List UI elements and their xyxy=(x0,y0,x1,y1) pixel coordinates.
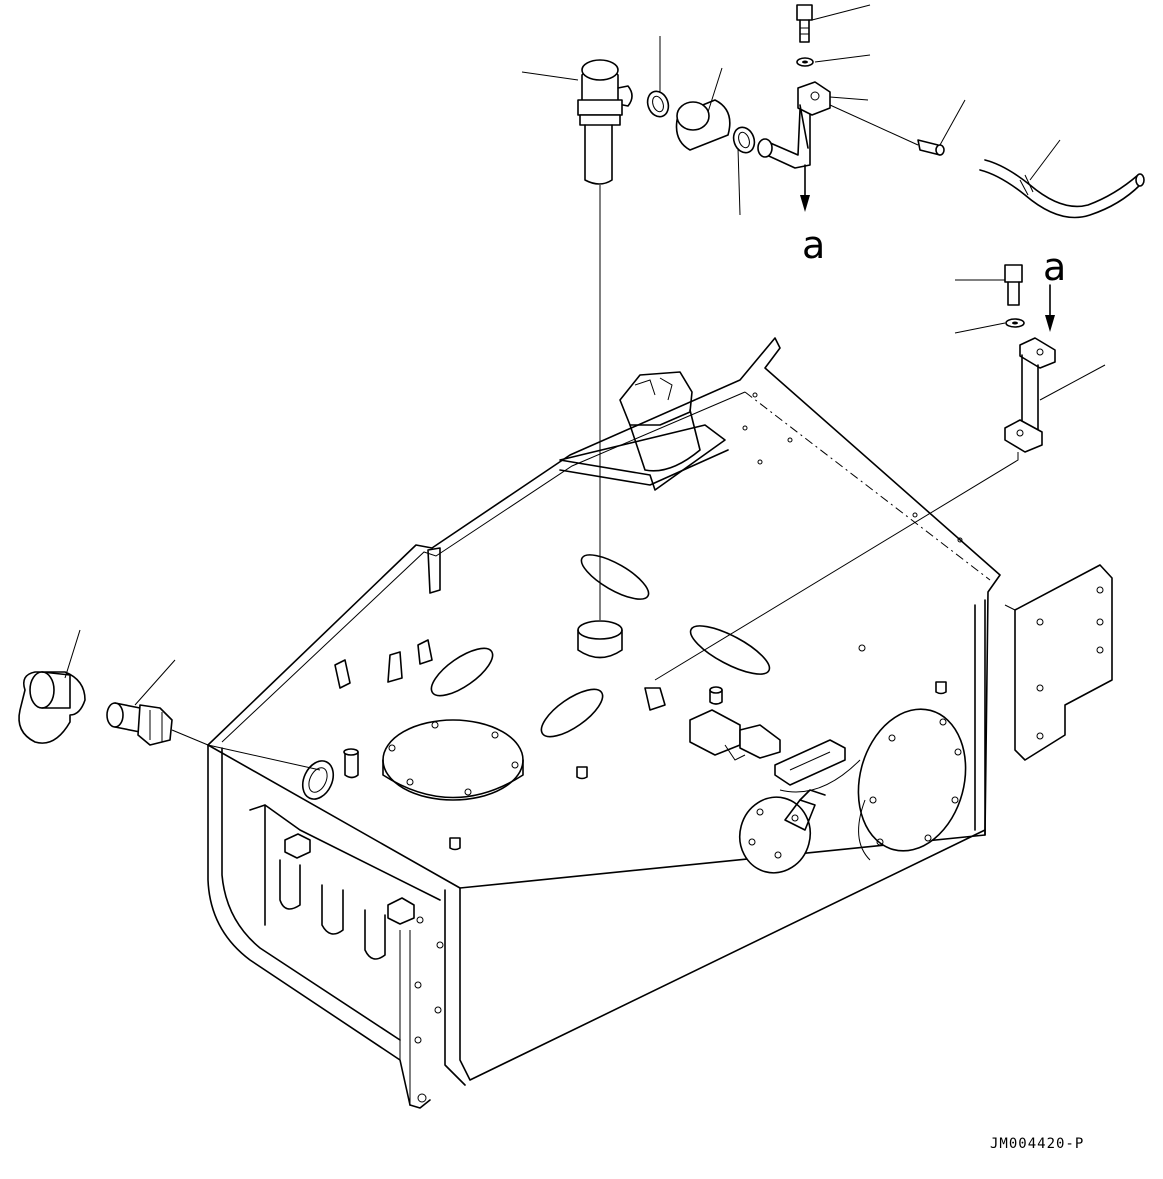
short-hose xyxy=(675,99,731,151)
arrow-a-side-head xyxy=(1045,315,1055,332)
front-flange xyxy=(738,789,826,874)
hydraulic-tank xyxy=(207,337,1113,1109)
fitting-guideline xyxy=(829,104,919,146)
bolt-right xyxy=(1004,264,1023,306)
bracket-guideline xyxy=(654,452,1019,681)
top-cover-plate xyxy=(382,719,524,801)
protective-cap xyxy=(18,671,86,744)
filter-assembly xyxy=(619,371,701,472)
strainer-element xyxy=(577,59,633,185)
hose-clamp-1 xyxy=(646,90,670,118)
washer-right-hole xyxy=(1012,321,1018,325)
callout-a-side: a xyxy=(1043,245,1066,289)
side-cover-plate xyxy=(857,708,967,861)
adapter-guideline xyxy=(171,729,209,746)
arrow-a-top-head xyxy=(800,195,810,212)
nipple-fitting xyxy=(917,139,945,156)
drain-hose xyxy=(979,159,1145,219)
support-bracket xyxy=(1004,337,1056,453)
drawing-number: JM004420-P xyxy=(990,1136,1084,1152)
tube-bracket xyxy=(797,81,831,149)
hose-clamp-2 xyxy=(732,126,756,154)
washer-top-hole xyxy=(802,60,808,64)
adapter-fitting xyxy=(106,702,173,746)
callout-a-top: a xyxy=(802,223,825,267)
bolt-top xyxy=(796,4,813,43)
tank-port-ring xyxy=(577,620,623,659)
leader-lines xyxy=(64,4,1106,706)
